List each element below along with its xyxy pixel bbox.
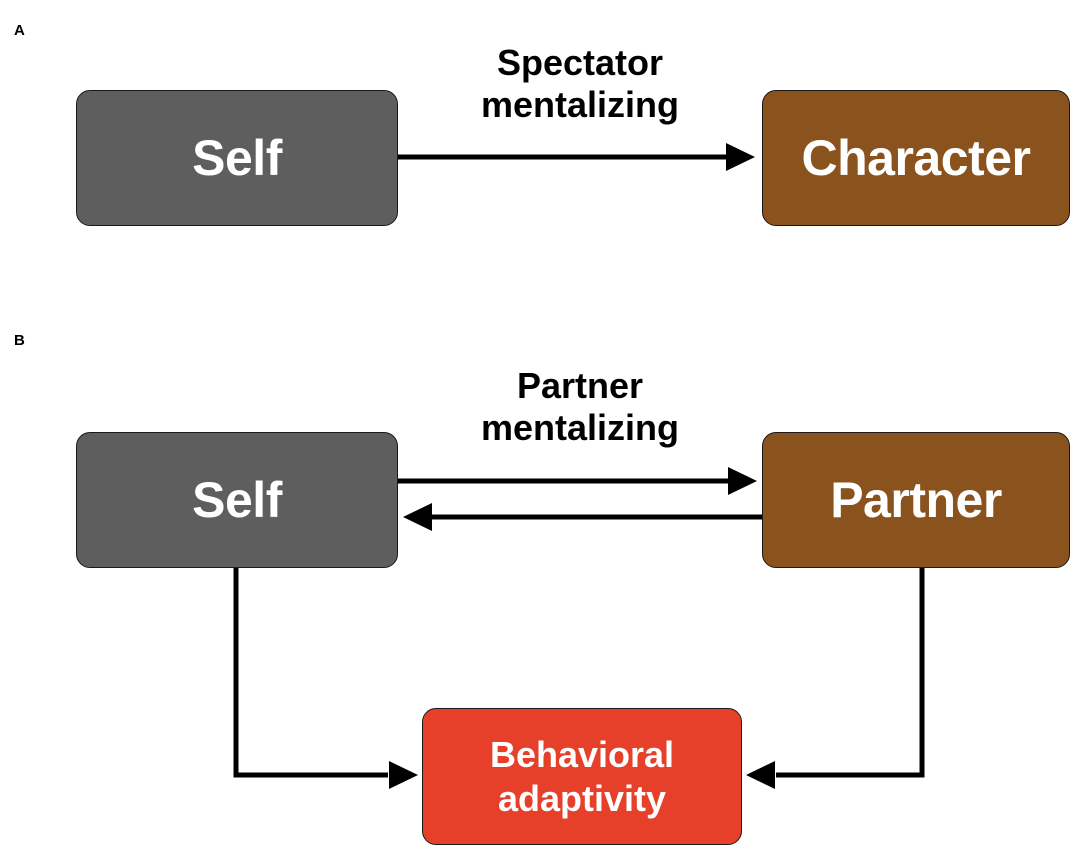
spectator-mentalizing-label: Spectator mentalizing — [440, 42, 720, 126]
behavioral-adaptivity-box: Behavioral adaptivity — [422, 708, 742, 845]
arrowhead-outcome-left — [389, 761, 418, 789]
spectator-label-line1: Spectator — [496, 42, 664, 83]
panel-b-self-label: Self — [192, 472, 282, 528]
character-box: Character — [762, 90, 1070, 226]
partner-mentalizing-label: Partner mentalizing — [440, 365, 720, 449]
partner-label-line2: mentalizing — [480, 407, 680, 448]
partner-label: Partner — [830, 472, 1002, 528]
outcome-line1: Behavioral — [489, 733, 675, 775]
spectator-label-line2: mentalizing — [480, 84, 680, 125]
arrow-partner-to-outcome — [776, 568, 925, 778]
panel-a-letter: A — [14, 22, 25, 39]
behavioral-adaptivity-text: Behavioral adaptivity — [490, 733, 674, 821]
arrowhead-self — [403, 503, 432, 531]
arrowhead-character — [726, 143, 755, 171]
outcome-line2: adaptivity — [497, 777, 667, 819]
panel-b-self-box: Self — [76, 432, 398, 568]
character-label: Character — [801, 130, 1031, 186]
partner-label-line1: Partner — [516, 365, 644, 406]
panel-b-letter: B — [14, 332, 25, 349]
arrowhead-partner — [728, 467, 757, 495]
partner-box: Partner — [762, 432, 1070, 568]
panel-a-self-label: Self — [192, 130, 282, 186]
panel-a-self-box: Self — [76, 90, 398, 226]
arrowhead-outcome-right — [746, 761, 775, 789]
arrow-self-to-outcome — [233, 568, 388, 778]
